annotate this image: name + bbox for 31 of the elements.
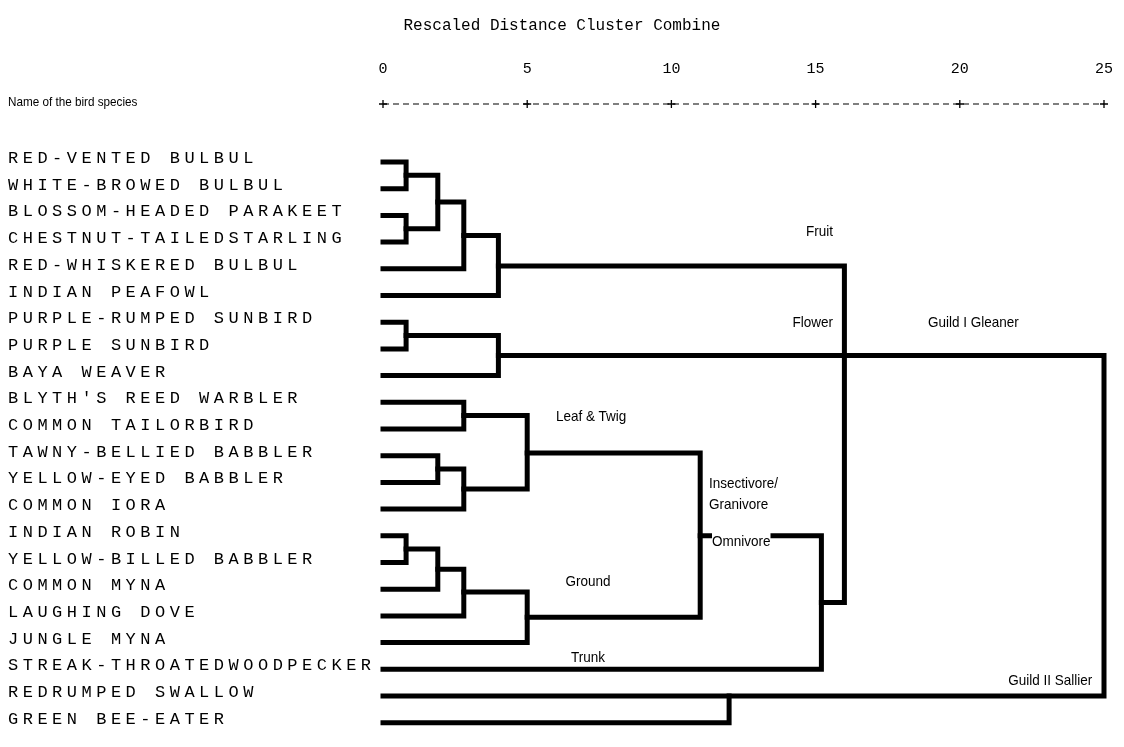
species-label: INDIAN PEAFOWL — [8, 283, 214, 303]
species-label: CHESTNUT-TAILEDSTARLING — [8, 230, 347, 249]
species-label: PURPLE SUNBIRD — [8, 336, 214, 356]
species-label: BLOSSOM-HEADED PARAKEET — [8, 203, 347, 223]
species-label: COMMON TAILORBIRD — [8, 417, 258, 436]
axis-label: Name of the bird species — [8, 95, 138, 110]
species-label: GREEN BEE-EATER — [8, 710, 229, 730]
tick-label: 10 — [662, 62, 681, 79]
tick-label: 15 — [806, 62, 825, 79]
chart-title: Rescaled Distance Cluster Combine — [403, 18, 721, 36]
cluster-label: Leaf & Twig — [555, 407, 626, 425]
species-label: WHITE-BROWED BULBUL — [8, 176, 288, 196]
species-label: COMMON IORA — [8, 497, 170, 516]
species-label: REDRUMPED SWALLOW — [8, 684, 258, 703]
species-label: PURPLE-RUMPED SUNBIRD — [8, 310, 317, 329]
species-label: BLYTH'S REED WARBLER — [8, 390, 303, 409]
species-label: TAWNY-BELLIED BABBLER — [8, 443, 317, 463]
species-label: YELLOW-EYED BABBLER — [8, 470, 288, 490]
species-label: LAUGHING DOVE — [8, 603, 200, 623]
tick-label: 20 — [950, 62, 969, 79]
tick-label: 0 — [378, 62, 388, 79]
species-label: COMMON MYNA — [8, 577, 170, 596]
tick-label: 5 — [522, 62, 532, 79]
species-label: RED-VENTED BULBUL — [8, 150, 258, 169]
species-label: YELLOW-BILLED BABBLER — [8, 550, 317, 570]
species-label: BAYA WEAVER — [8, 363, 170, 383]
species-label: INDIAN ROBIN — [8, 523, 185, 543]
species-label: STREAK-THROATEDWOODPECKER — [8, 657, 376, 676]
species-label: RED-WHISKERED BULBUL — [8, 256, 303, 276]
tick-label: 25 — [1095, 62, 1113, 79]
species-label: JUNGLE MYNA — [8, 630, 170, 650]
